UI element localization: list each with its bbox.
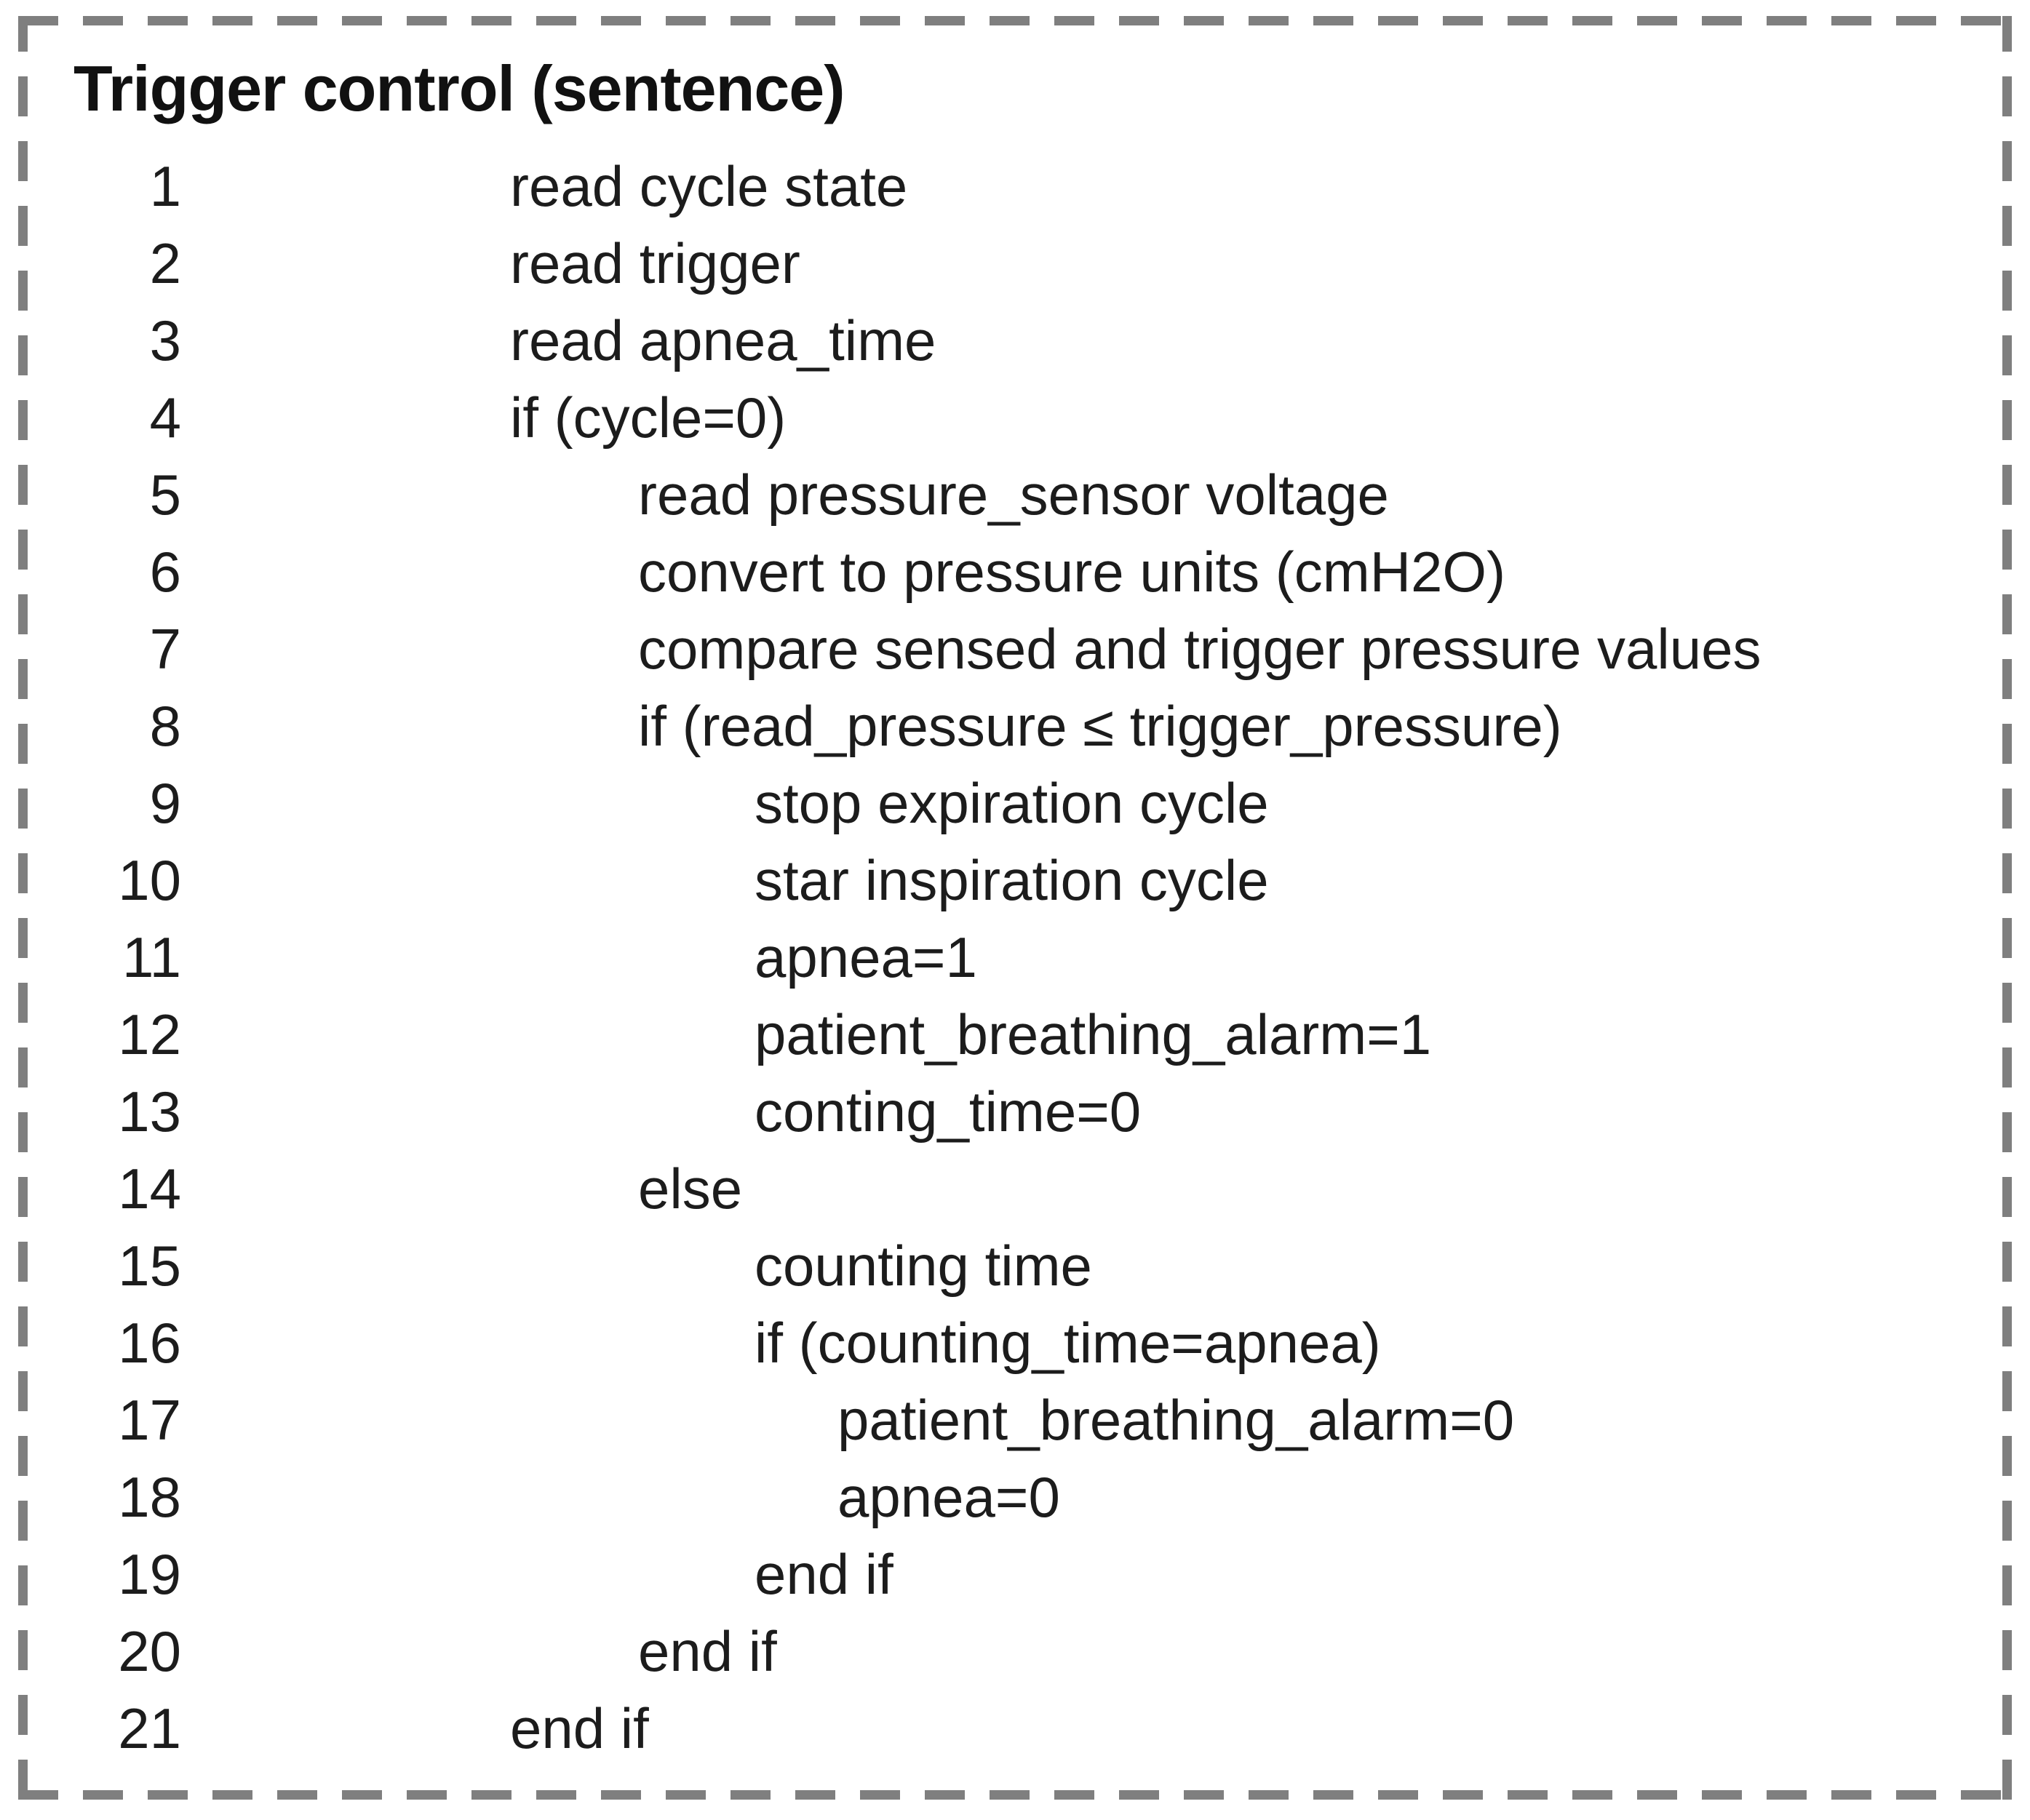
line-text: end if [510, 1696, 649, 1760]
line-text: conting_time=0 [755, 1079, 1142, 1144]
code-line: 17 patient_breathing_alarm=0 [73, 1381, 1975, 1458]
line-number: 16 [118, 1310, 181, 1375]
line-text: if (read_pressure ≤ trigger_pressure) [638, 693, 1562, 758]
line-text: convert to pressure units (cmH2O) [638, 539, 1506, 604]
code-line: 5 read pressure_sensor voltage [73, 456, 1975, 533]
line-number: 12 [118, 1002, 181, 1066]
line-number: 3 [149, 308, 181, 372]
line-text: end if [755, 1541, 893, 1606]
line-number: 2 [149, 231, 181, 295]
line-text: patient_breathing_alarm=0 [837, 1387, 1515, 1452]
line-number: 18 [118, 1464, 181, 1529]
line-number: 7 [149, 616, 181, 681]
line-text: patient_breathing_alarm=1 [755, 1002, 1432, 1066]
line-text: else [638, 1156, 743, 1221]
code-line: 21 end if [73, 1690, 1975, 1767]
line-text: if (counting_time=apnea) [755, 1310, 1381, 1375]
line-number: 4 [149, 385, 181, 450]
line-number: 6 [149, 539, 181, 604]
code-line: 8 if (read_pressure ≤ trigger_pressure) [73, 687, 1975, 765]
code-line: 3 read apnea_time [73, 302, 1975, 379]
line-text: end if [638, 1619, 777, 1683]
line-text: compare sensed and trigger pressure valu… [638, 616, 1762, 681]
line-number: 10 [118, 847, 181, 912]
line-number: 15 [118, 1233, 181, 1298]
code-line: 11 apnea=1 [73, 919, 1975, 996]
line-number: 14 [118, 1156, 181, 1221]
line-number: 11 [122, 925, 181, 989]
code-line: 1 read cycle state [73, 148, 1975, 225]
line-number: 9 [149, 770, 181, 835]
code-line: 18 apnea=0 [73, 1458, 1975, 1536]
line-number: 5 [149, 462, 181, 527]
line-text: apnea=1 [755, 925, 977, 989]
code-line: 12 patient_breathing_alarm=1 [73, 996, 1975, 1073]
line-number: 20 [118, 1619, 181, 1683]
listing-title: Trigger control (sentence) [73, 52, 845, 124]
line-text: counting time [755, 1233, 1092, 1298]
code-line: 15 counting time [73, 1227, 1975, 1304]
line-number: 17 [118, 1387, 181, 1452]
line-number: 19 [118, 1541, 181, 1606]
line-text: read cycle state [510, 153, 908, 218]
code-line: 6 convert to pressure units (cmH2O) [73, 533, 1975, 610]
code-line: 7 compare sensed and trigger pressure va… [73, 610, 1975, 687]
line-text: stop expiration cycle [755, 770, 1269, 835]
listing-lines: 1 read cycle state 2 read trigger 3 read… [73, 148, 1975, 1767]
code-line: 2 read trigger [73, 225, 1975, 302]
code-line: 16 if (counting_time=apnea) [73, 1304, 1975, 1381]
line-number: 13 [118, 1079, 181, 1144]
pseudocode-listing: Trigger control (sentence) 1 read cycle … [18, 16, 2012, 1800]
code-line: 9 stop expiration cycle [73, 765, 1975, 842]
line-number: 8 [149, 693, 181, 758]
line-number: 1 [149, 153, 181, 218]
code-line: 4 if (cycle=0) [73, 379, 1975, 456]
code-line: 10 star inspiration cycle [73, 842, 1975, 919]
code-line: 13 conting_time=0 [73, 1073, 1975, 1150]
line-number: 21 [118, 1696, 181, 1760]
line-text: star inspiration cycle [755, 847, 1269, 912]
line-text: apnea=0 [837, 1464, 1060, 1529]
line-text: read apnea_time [510, 308, 936, 372]
code-line: 14 else [73, 1150, 1975, 1227]
code-line: 19 end if [73, 1536, 1975, 1613]
line-text: read trigger [510, 231, 800, 295]
line-text: if (cycle=0) [510, 385, 787, 450]
code-line: 20 end if [73, 1613, 1975, 1690]
line-text: read pressure_sensor voltage [638, 462, 1389, 527]
